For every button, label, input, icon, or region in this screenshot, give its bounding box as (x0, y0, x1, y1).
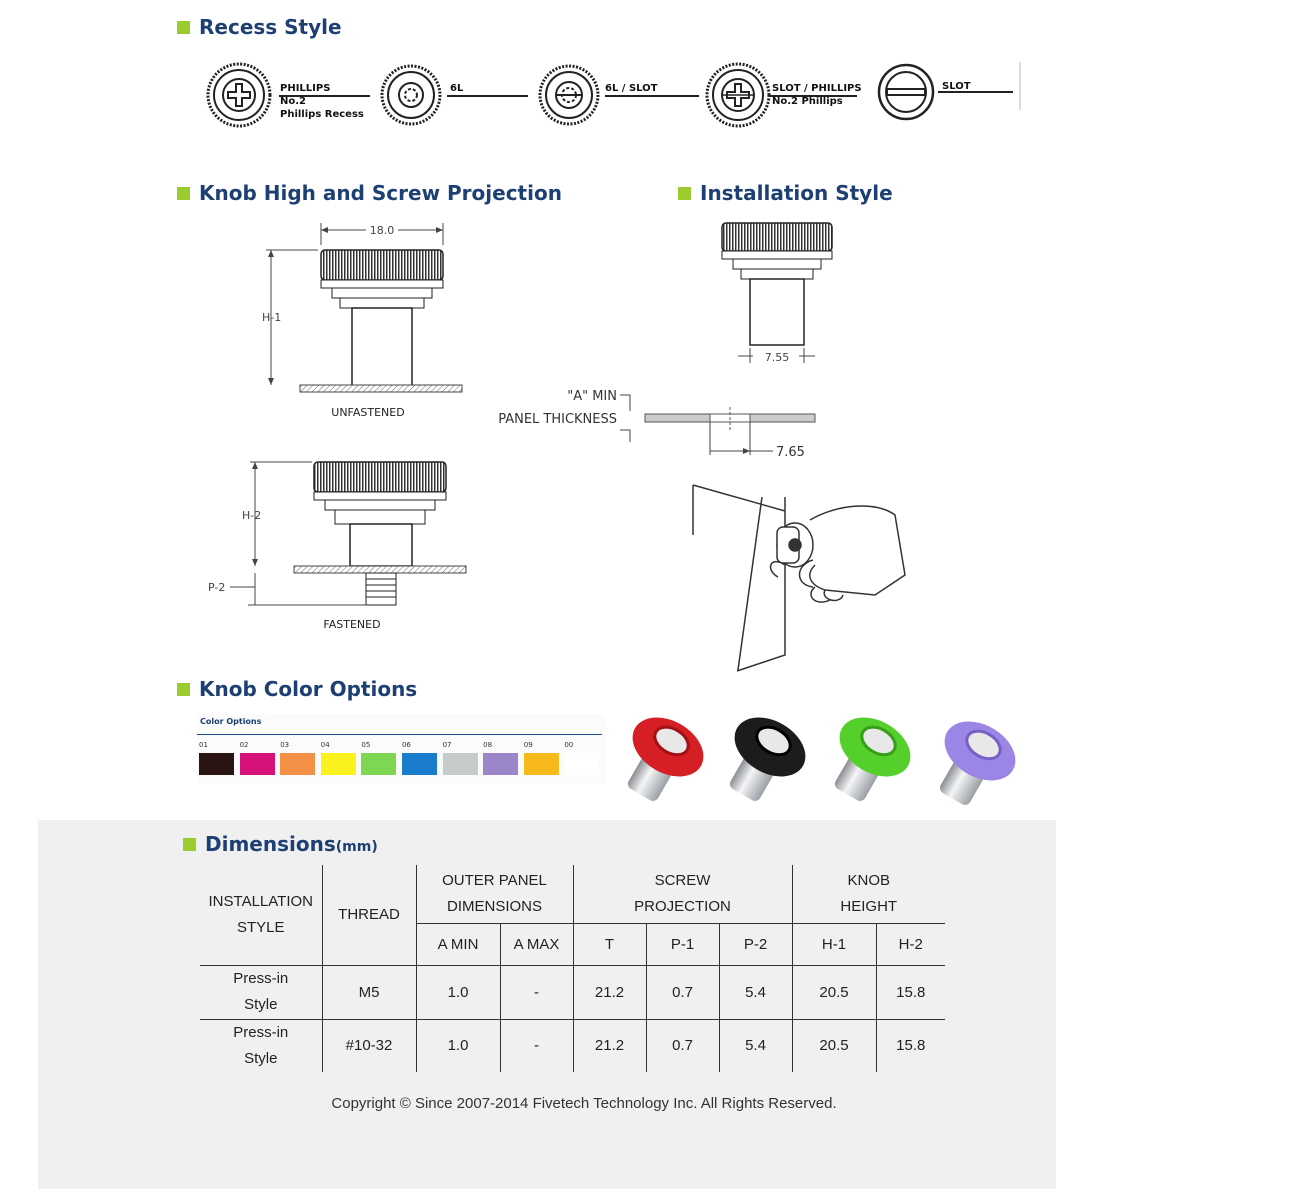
cell-t: 21.2 (573, 965, 647, 1019)
purple-knob-image (939, 721, 1016, 805)
recess-label-slot: SLOT (942, 81, 971, 92)
color-swatch-00: 00 (564, 741, 600, 775)
color-swatch-06: 06 (401, 741, 438, 775)
section-title-color: Knob Color Options (177, 677, 417, 701)
section-title-dimensions-text: Dimensions (205, 832, 336, 856)
cell-a-min: 1.0 (416, 965, 501, 1019)
cell-h1: 20.5 (792, 1019, 877, 1072)
header-h1: H-1 (792, 923, 877, 965)
cell-p2: 5.4 (719, 1019, 793, 1072)
label-a-min: "A" MIN (567, 389, 617, 404)
header-h2: H-2 (898, 935, 923, 953)
section-title-dimensions: Dimensions(mm) (183, 832, 378, 856)
black-knob-image (729, 717, 806, 801)
section-title-recess: Recess Style (177, 15, 342, 39)
bullet-square-icon (183, 837, 196, 851)
section-title-color-text: Knob Color Options (199, 677, 418, 701)
header-t: T (573, 923, 647, 965)
caption-unfastened: UNFASTENED (331, 406, 404, 419)
hand-install-illustration (692, 484, 906, 672)
header-a-max: A MAX (500, 923, 574, 965)
cell-a-max: - (500, 965, 574, 1019)
cell-a-max: - (500, 1019, 574, 1072)
recess-label-6l-slot: 6L / SLOT (605, 83, 658, 94)
knob-projection-drawing: 18.0 H-1 UNFASTENED H-2 P-2 FASTENED (208, 223, 467, 631)
installation-knob-drawing (721, 222, 833, 346)
cell-a-min: 1.0 (416, 1019, 501, 1072)
color-swatch-01: 01 (199, 741, 235, 775)
color-swatch-row: 01 02 03 04 05 06 07 08 09 00 (199, 741, 605, 775)
dim-h1: H-1 (262, 311, 281, 324)
dim-knob-width: 18.0 (370, 224, 395, 237)
six-lobe-recess-icon (380, 64, 442, 126)
color-swatch-05: 05 (361, 741, 397, 775)
recess-label-6l: 6L (450, 83, 464, 94)
color-swatch-02: 02 (239, 741, 276, 775)
caption-fastened: FASTENED (323, 618, 380, 631)
fastened-knob-drawing (293, 461, 467, 606)
color-swatch-08: 08 (483, 741, 519, 775)
label-panel-thickness: PANEL THICKNESS (498, 412, 617, 427)
copyright-text: Copyright © Since 2007-2014 Fivetech Tec… (331, 1095, 837, 1112)
section-title-knob-high-text: Knob High and Screw Projection (199, 181, 562, 205)
color-options-divider (197, 734, 602, 735)
green-knob-image (834, 717, 911, 801)
section-title-recess-text: Recess Style (199, 15, 342, 39)
bullet-square-icon (177, 186, 190, 200)
unfastened-knob-drawing (320, 249, 444, 387)
slot-phillips-recess-icon (705, 62, 771, 128)
color-swatch-07: 07 (442, 741, 479, 775)
red-knob-image (627, 717, 704, 801)
header-p2: P-2 (719, 923, 793, 965)
cell-t: 21.2 (573, 1019, 647, 1072)
color-swatch-04: 04 (320, 741, 357, 775)
cell-h2: 15.8 (896, 1037, 926, 1054)
cell-h2: 15.8 (896, 983, 926, 1001)
bullet-square-icon (177, 682, 190, 696)
cell-thread: #10-32 (322, 1019, 417, 1072)
color-options-title: Color Options (200, 717, 262, 726)
six-lobe-slot-recess-icon (538, 64, 600, 126)
section-title-installation: Installation Style (678, 181, 893, 205)
header-a-min: A MIN (416, 923, 501, 965)
dim-hole: 7.65 (776, 445, 805, 460)
color-swatch-09: 09 (523, 741, 560, 775)
colored-knob-photos (627, 717, 1016, 805)
dim-h2: H-2 (242, 509, 261, 522)
recess-style-diagram (206, 62, 1021, 128)
bullet-square-icon (177, 20, 190, 34)
cell-p1: 0.7 (646, 1019, 720, 1072)
dimensions-unit: (mm) (335, 839, 378, 855)
recess-label-slot-phillips: SLOT / PHILLIPS No.2 Phillips (772, 83, 862, 107)
section-title-installation-text: Installation Style (700, 181, 893, 205)
cell-h1: 20.5 (792, 965, 877, 1019)
recess-label-phillips: PHILLIPS No.2 Phillips Recess (280, 83, 364, 120)
table-subheader-row: A MIN A MAX T P-1 P-2 H-1 H-2 (200, 923, 945, 965)
section-title-knob-high: Knob High and Screw Projection (177, 181, 562, 205)
cell-thread: M5 (322, 965, 417, 1019)
bullet-square-icon (678, 186, 691, 200)
installation-drawing: 7.55 "A" MIN PANEL THICKNESS 7.65 (498, 222, 906, 672)
cell-p2: 5.4 (719, 965, 793, 1019)
cell-p1: 0.7 (646, 965, 720, 1019)
slot-recess-icon (877, 63, 935, 121)
phillips-recess-icon (206, 62, 272, 128)
dim-install-width: 7.55 (765, 351, 790, 364)
header-thread: THREAD (322, 865, 417, 965)
header-p1: P-1 (646, 923, 720, 965)
dim-p2: P-2 (208, 581, 225, 594)
color-options-card: Color Options 01 02 03 04 05 06 07 08 09… (197, 714, 605, 784)
color-swatch-03: 03 (280, 741, 316, 775)
